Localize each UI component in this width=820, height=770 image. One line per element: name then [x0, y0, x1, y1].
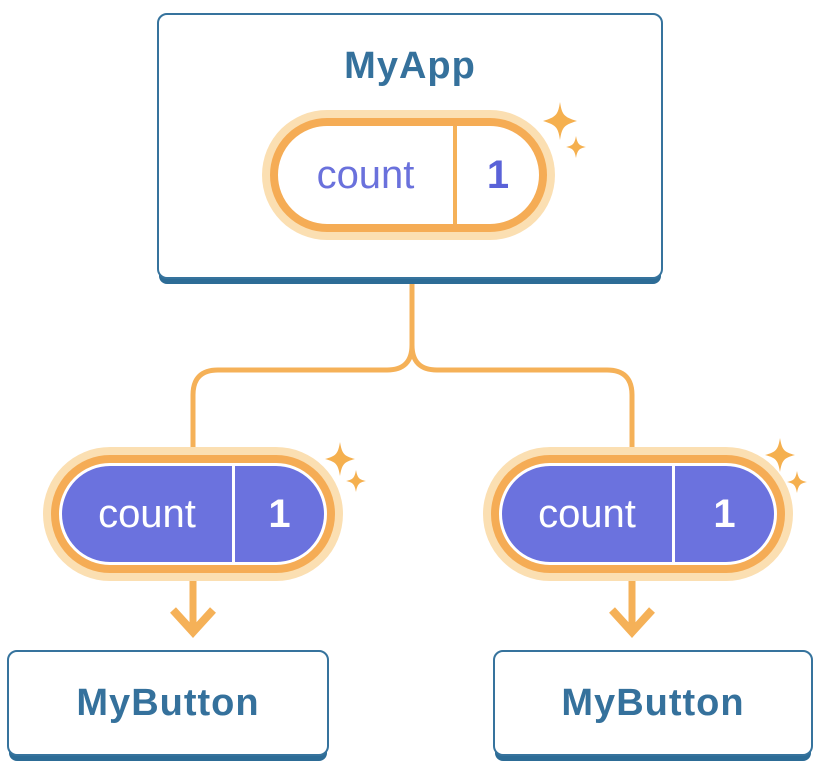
state-value: 1: [268, 492, 291, 536]
mybutton-title: MyButton: [76, 682, 260, 724]
state-divider: [672, 466, 675, 562]
state-value: 1: [486, 153, 510, 197]
state-label: count: [98, 492, 196, 536]
state-label: count: [538, 492, 636, 536]
connector-left-branch: [190, 282, 415, 500]
arrow-down-icon: [609, 570, 655, 638]
mybutton-card-right: MyButton: [493, 650, 813, 756]
right-state-pill: count 1: [499, 463, 777, 565]
state-label: count: [316, 153, 415, 197]
myapp-state-pill: count 1: [270, 118, 547, 232]
state-divider: [453, 126, 457, 224]
left-state-pill: count 1: [59, 463, 327, 565]
state-value-cell: 1: [457, 126, 539, 224]
state-value-cell: 1: [675, 466, 774, 562]
state-value: 1: [713, 492, 736, 536]
connector-right-branch: [409, 282, 635, 500]
state-label-cell: count: [502, 466, 672, 562]
state-label-cell: count: [278, 126, 453, 224]
arrow-down-icon: [170, 570, 216, 638]
myapp-title: MyApp: [344, 45, 476, 87]
state-value-cell: 1: [235, 466, 324, 562]
state-divider: [232, 466, 235, 562]
mybutton-title: MyButton: [561, 682, 745, 724]
mybutton-card-left: MyButton: [7, 650, 329, 756]
myapp-card: MyApp count 1: [157, 13, 663, 279]
state-label-cell: count: [62, 466, 232, 562]
